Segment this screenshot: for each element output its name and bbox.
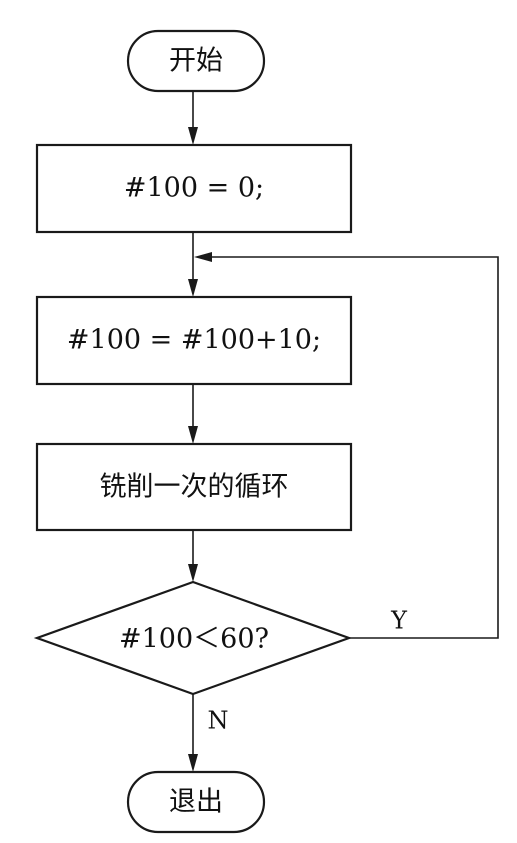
init-node: #100 = 0; xyxy=(35,143,353,234)
edge-no-to-end: N xyxy=(188,694,229,772)
yes-label: Y xyxy=(390,607,408,635)
arrowhead-icon xyxy=(188,564,198,582)
arrowhead-icon xyxy=(188,754,198,772)
end-node: 退出 xyxy=(126,770,266,834)
init-label: #100 = 0; xyxy=(124,173,264,204)
end-label: 退出 xyxy=(169,787,223,818)
edge-mill-to-condition xyxy=(188,530,198,582)
increment-label: #100 = #100+10; xyxy=(67,325,321,356)
arrowhead-icon xyxy=(188,426,198,444)
arrowhead-icon xyxy=(188,279,198,297)
condition-label: #100＜60? xyxy=(119,624,269,655)
edge-increment-to-mill xyxy=(188,384,198,444)
no-label: N xyxy=(208,707,229,735)
edge-init-to-increment xyxy=(188,232,198,297)
start-node: 开始 xyxy=(126,29,266,93)
condition-node: #100＜60? xyxy=(33,580,353,696)
mill-cycle-node: 铣削一次的循环 xyxy=(35,442,353,532)
increment-node: #100 = #100+10; xyxy=(35,295,353,386)
arrowhead-icon xyxy=(194,252,212,262)
edge-yes-loop: Y xyxy=(194,252,499,639)
edge-start-to-init xyxy=(188,91,198,145)
mill-cycle-label: 铣削一次的循环 xyxy=(100,472,289,503)
arrowhead-icon xyxy=(188,127,198,145)
start-label: 开始 xyxy=(169,46,223,77)
